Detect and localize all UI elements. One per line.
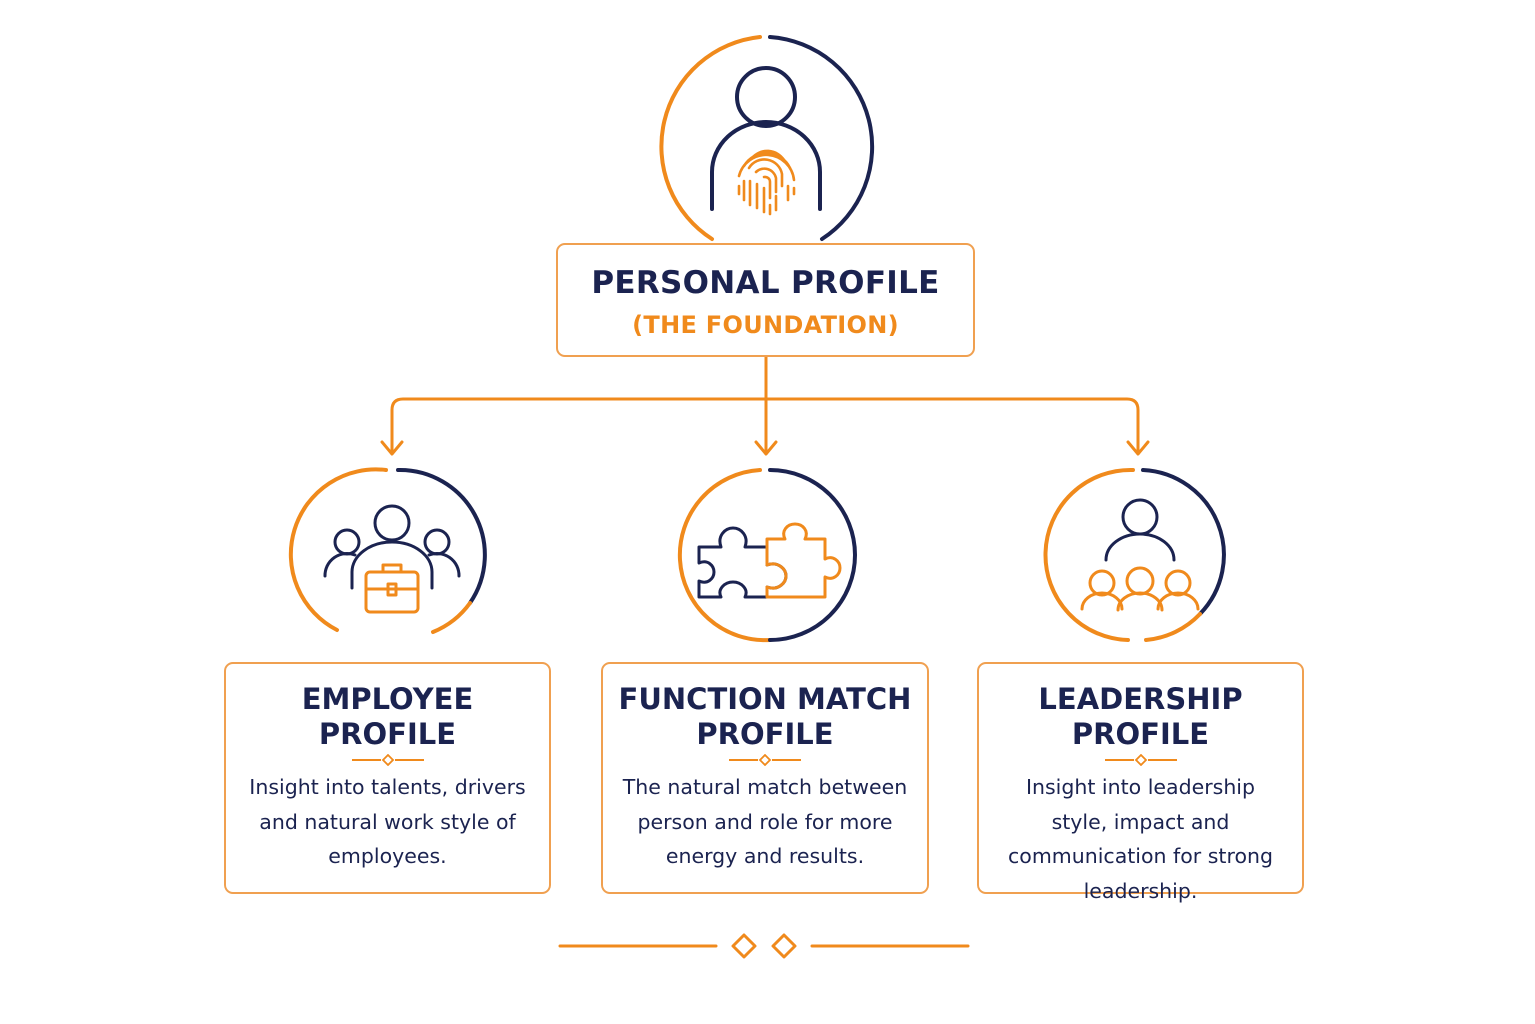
puzzle-pieces-icon bbox=[697, 522, 842, 599]
leadership-profile-card: LEADERSHIP PROFILE Insight into leadersh… bbox=[977, 662, 1304, 903]
team-briefcase-icon bbox=[323, 504, 461, 614]
leader-group-icon bbox=[1080, 498, 1200, 612]
connector-lines bbox=[380, 355, 1150, 456]
diamond-separator-icon bbox=[351, 754, 424, 766]
function-match-profile-title: FUNCTION MATCH PROFILE bbox=[603, 682, 927, 752]
employee-circle bbox=[288, 467, 487, 634]
employee-profile-title: EMPLOYEE PROFILE bbox=[226, 682, 549, 752]
root-circle bbox=[659, 35, 875, 241]
personal-profile-title: PERSONAL PROFILE bbox=[591, 265, 940, 301]
employee-profile-title-line-2: PROFILE bbox=[318, 717, 457, 751]
double-diamond-divider-icon bbox=[558, 933, 970, 959]
employee-profile-description: Insight into talents, drivers and natura… bbox=[249, 775, 526, 868]
function-match-profile-title-line-2: PROFILE bbox=[696, 717, 834, 751]
function-match-profile-description: The natural match between person and rol… bbox=[622, 775, 908, 868]
diamond-separator-icon bbox=[1104, 754, 1177, 766]
function-match-profile-card: FUNCTION MATCH PROFILE The natural match… bbox=[601, 662, 929, 894]
personal-profile-box: PERSONAL PROFILE (THE FOUNDATION) bbox=[556, 243, 975, 357]
function-match-profile-title-line-1: FUNCTION MATCH bbox=[618, 682, 912, 716]
employee-profile-title-line-1: EMPLOYEE bbox=[301, 682, 474, 716]
function-match-circle bbox=[677, 468, 857, 643]
leadership-profile-title-line-1: LEADERSHIP bbox=[1038, 682, 1243, 716]
personal-profile-subtitle: (THE FOUNDATION) bbox=[632, 311, 899, 339]
person-fingerprint-icon bbox=[710, 66, 822, 216]
leadership-profile-title-line-2: PROFILE bbox=[1071, 717, 1210, 751]
employee-profile-card: EMPLOYEE PROFILE Insight into talents, d… bbox=[224, 662, 551, 894]
leadership-profile-description: Insight into leadership style, impact an… bbox=[1008, 775, 1273, 903]
leadership-circle bbox=[1043, 467, 1226, 642]
leadership-profile-title: LEADERSHIP PROFILE bbox=[979, 682, 1302, 752]
diamond-separator-icon bbox=[729, 754, 801, 766]
